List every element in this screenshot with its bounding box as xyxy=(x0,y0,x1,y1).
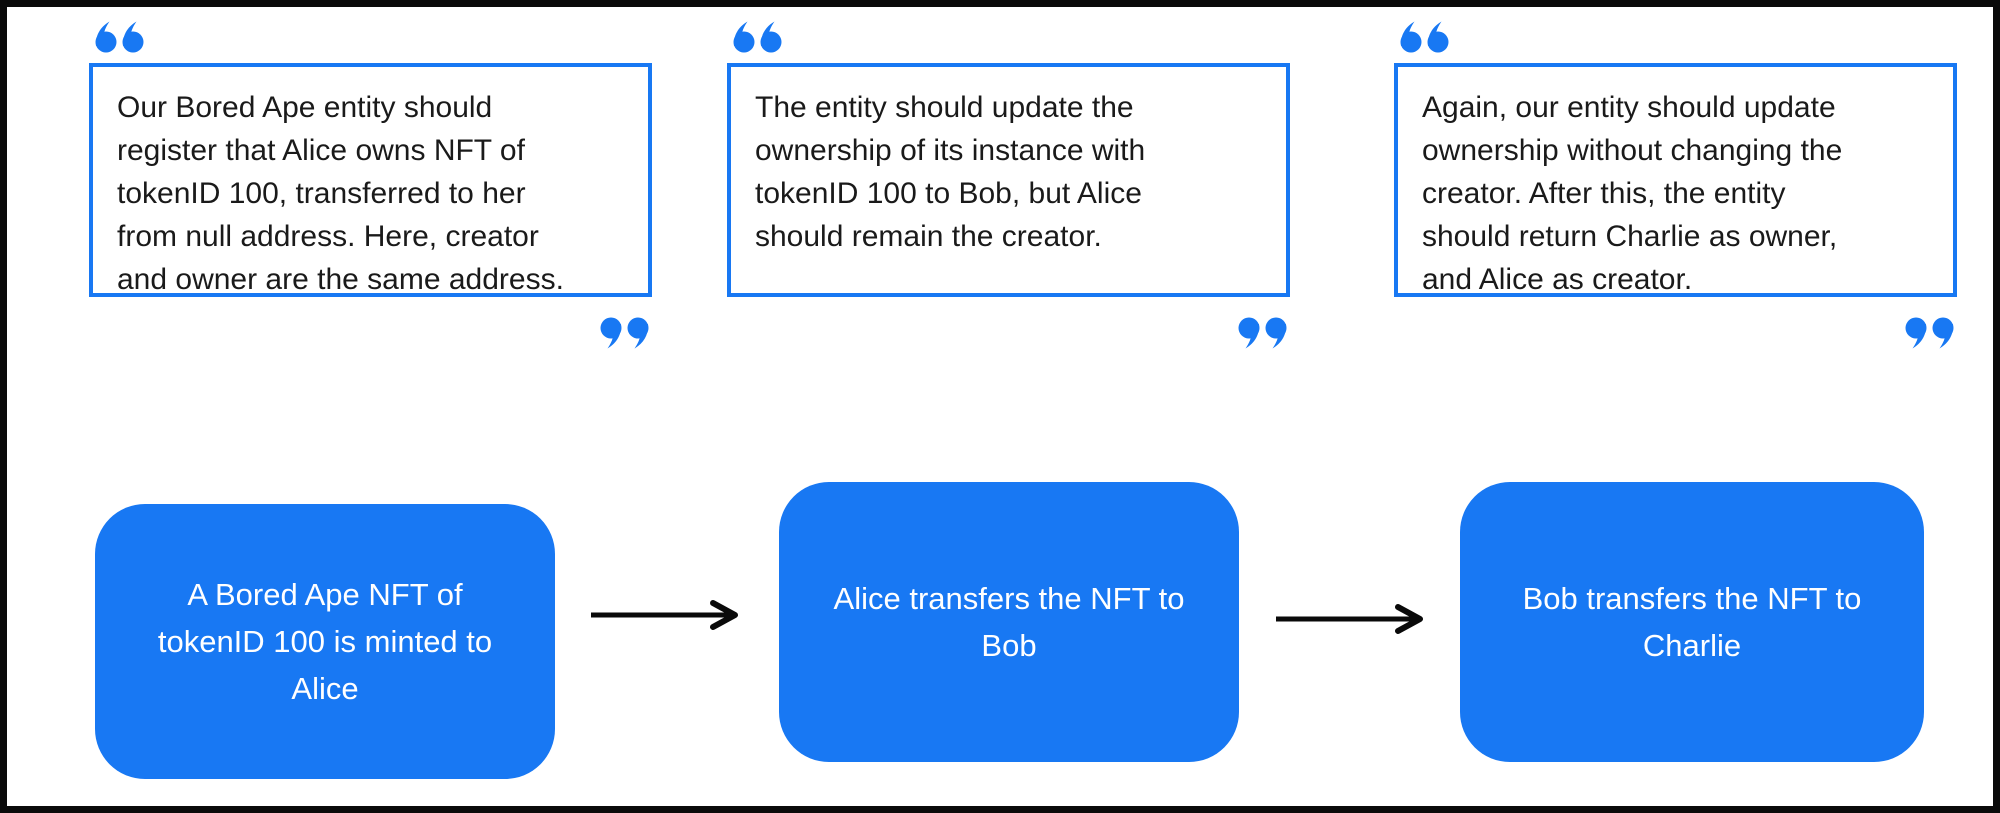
close-quote-icon xyxy=(1905,317,1954,349)
quote-card: Again, our entity should update ownershi… xyxy=(1394,63,1957,297)
quote-text: Our Bored Ape entity should register tha… xyxy=(117,91,564,296)
flow-step-mint: A Bored Ape NFT of tokenID 100 is minted… xyxy=(95,504,555,779)
flow-step-label: A Bored Ape NFT of tokenID 100 is minted… xyxy=(157,577,493,706)
quote-text: The entity should update the ownership o… xyxy=(755,91,1146,253)
close-quote-icon xyxy=(600,317,649,349)
open-quote-icon xyxy=(733,21,782,53)
quote-card: Our Bored Ape entity should register tha… xyxy=(89,63,652,297)
quote-group-1: Our Bored Ape entity should register tha… xyxy=(89,20,652,351)
arrow-right-icon xyxy=(591,600,738,630)
quote-text: Again, our entity should update ownershi… xyxy=(1422,91,1843,296)
flow-step-label: Alice transfers the NFT to Bob xyxy=(833,581,1185,663)
close-quote-icon xyxy=(1238,317,1287,349)
quote-group-3: Again, our entity should update ownershi… xyxy=(1394,20,1957,351)
open-quote-icon xyxy=(1400,21,1449,53)
open-quote-icon xyxy=(95,21,144,53)
quote-card: The entity should update the ownership o… xyxy=(727,63,1290,297)
arrow-right-icon xyxy=(1276,604,1423,634)
flow-step-transfer-bob: Alice transfers the NFT to Bob xyxy=(779,482,1239,762)
quote-group-2: The entity should update the ownership o… xyxy=(727,20,1290,351)
flow-step-label: Bob transfers the NFT to Charlie xyxy=(1522,581,1862,663)
flow-step-transfer-charlie: Bob transfers the NFT to Charlie xyxy=(1460,482,1924,762)
